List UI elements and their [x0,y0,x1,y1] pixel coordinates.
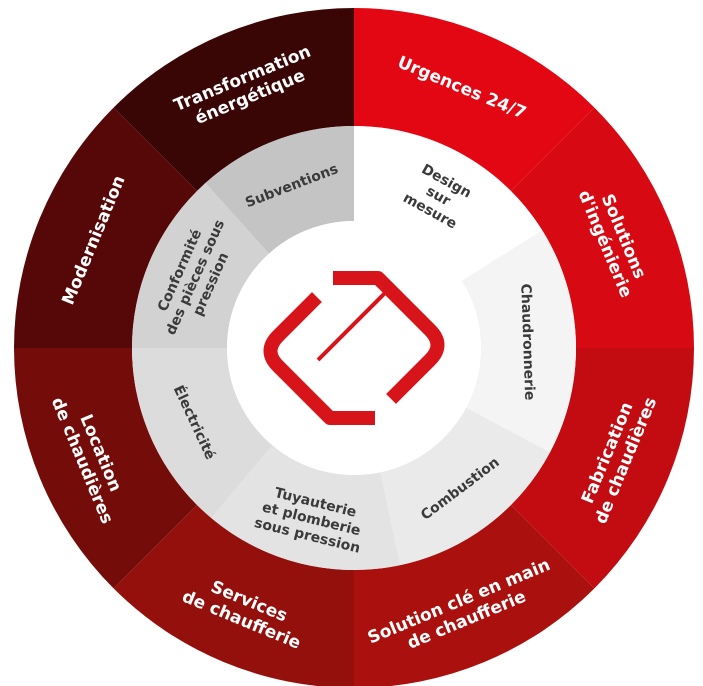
outer-ring: Urgences 24/7Solutionsd'ingénierieFabric… [14,8,694,686]
outer-segment-solution-cle-en-main-de-chaufferie[interactable] [354,504,595,686]
inner-segment-chaudronnerie[interactable] [461,230,576,453]
outer-segment-modernisation[interactable] [14,107,198,348]
segment-label-line: Chaudronnerie [517,283,537,400]
inner-segment-design-sur-mesure[interactable] [354,126,543,281]
outer-segment-urgences-24-7[interactable] [354,8,595,192]
outer-segment-solutions-d-ingenierie[interactable] [510,107,694,348]
outer-segment-transformation-energetique[interactable] [113,8,354,192]
segment-label: Chaudronnerie [517,283,537,400]
center-disc [227,221,481,475]
inner-segment-electricite[interactable] [132,348,273,519]
inner-segment-subventions[interactable] [205,126,354,254]
logo-upper-hook [333,271,445,404]
inner-segment-combustion[interactable] [380,407,551,566]
logo-lower-hook [263,292,375,425]
outer-segment-location-de-chaudieres[interactable] [14,348,198,589]
inner-segment-conformite-des-pieces-sous-pression[interactable] [132,183,270,348]
outer-segment-fabrication-de-chaudieres[interactable] [510,348,694,589]
inner-segment-tuyauterie-et-plomberie-sous-pression[interactable] [211,445,401,570]
inner-ring: DesignsurmesureChaudronnerieCombustionTu… [132,126,576,570]
outer-segment-services-de-chaufferie[interactable] [113,504,354,686]
brand-logo [263,271,445,425]
logo-diagonal [316,284,394,362]
